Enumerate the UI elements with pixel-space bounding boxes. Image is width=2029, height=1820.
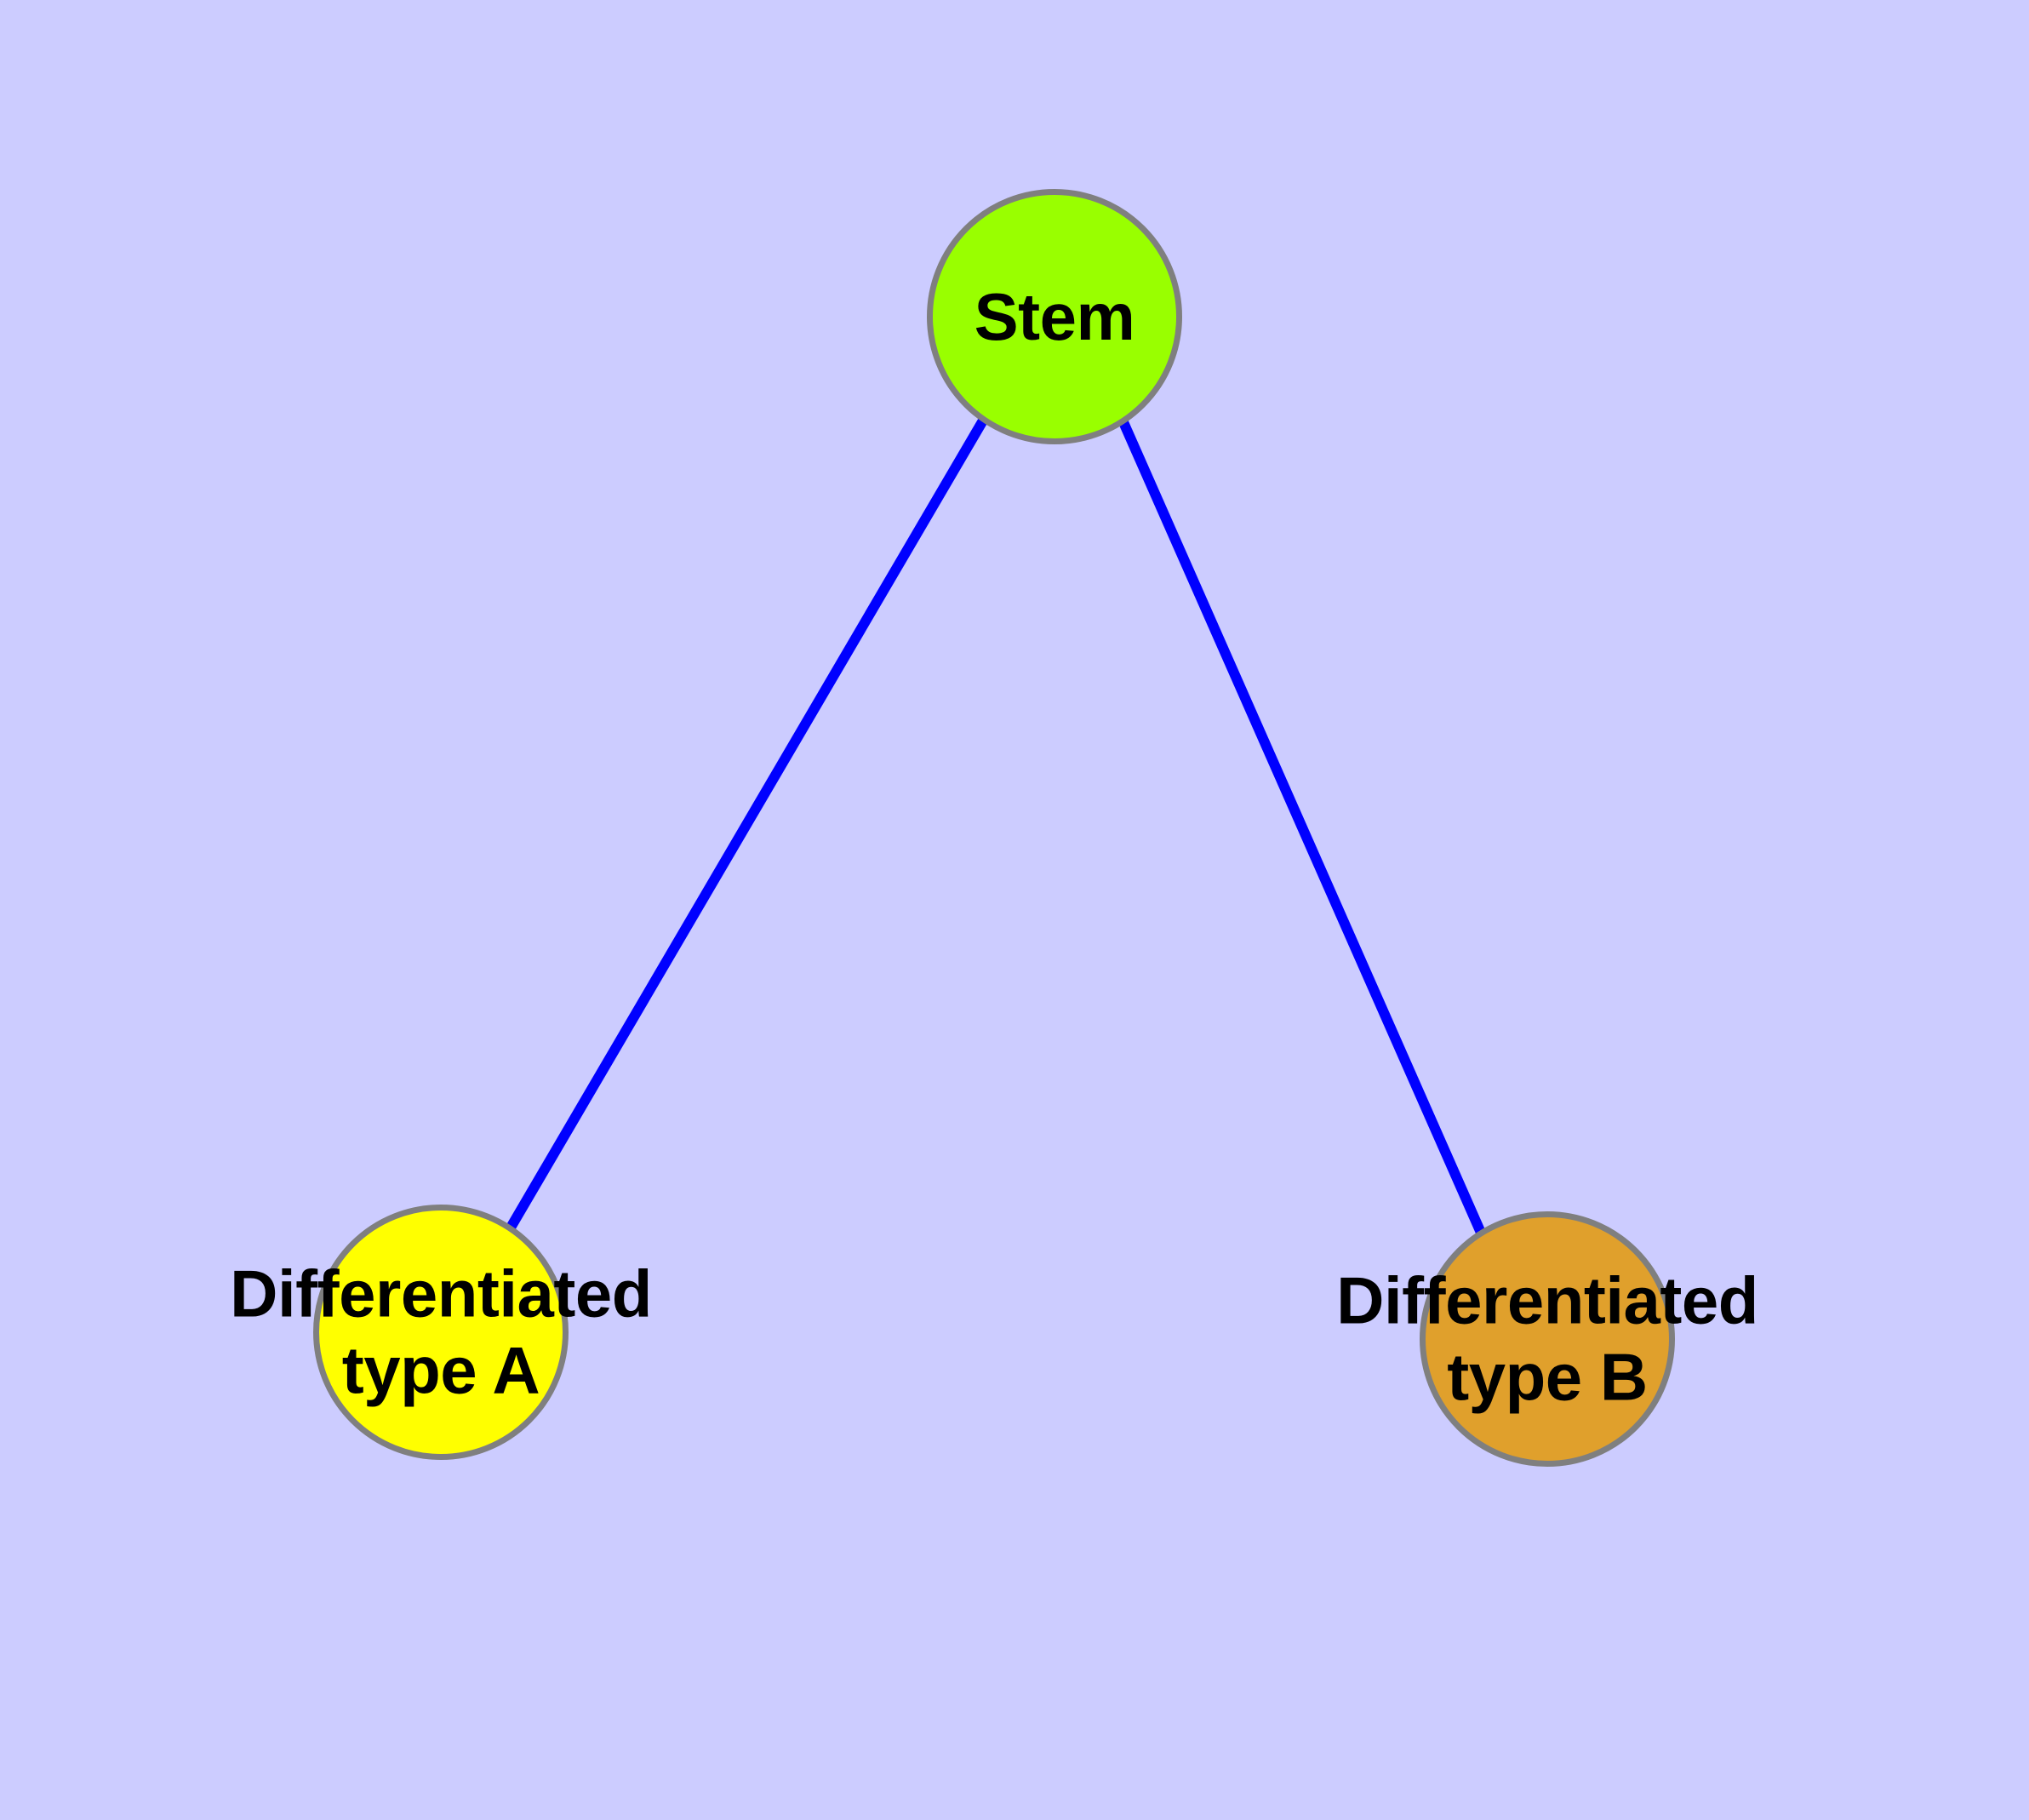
node-differentiated-type-a-label: Differentiated type A xyxy=(230,1256,652,1410)
node-stem[interactable]: Stem xyxy=(927,189,1182,444)
node-differentiated-type-a[interactable]: Differentiated type A xyxy=(230,1205,652,1460)
edge-stem-to-differentiated-type-b xyxy=(1118,420,1486,1235)
node-differentiated-type-b-label-line1: Differentiated xyxy=(1336,1262,1758,1338)
node-differentiated-type-a-label-line1: Differentiated xyxy=(230,1256,652,1331)
node-stem-label: Stem xyxy=(974,278,1135,355)
node-differentiated-type-b-label-line2: type B xyxy=(1447,1340,1648,1415)
edge-stem-to-differentiated-type-a xyxy=(506,417,988,1231)
node-differentiated-type-b-label: Differentiated type B xyxy=(1336,1262,1758,1417)
node-stem-label-line1: Stem xyxy=(974,278,1135,354)
node-differentiated-type-b[interactable]: Differentiated type B xyxy=(1336,1211,1758,1467)
node-differentiated-type-a-label-line2: type A xyxy=(341,1333,540,1408)
